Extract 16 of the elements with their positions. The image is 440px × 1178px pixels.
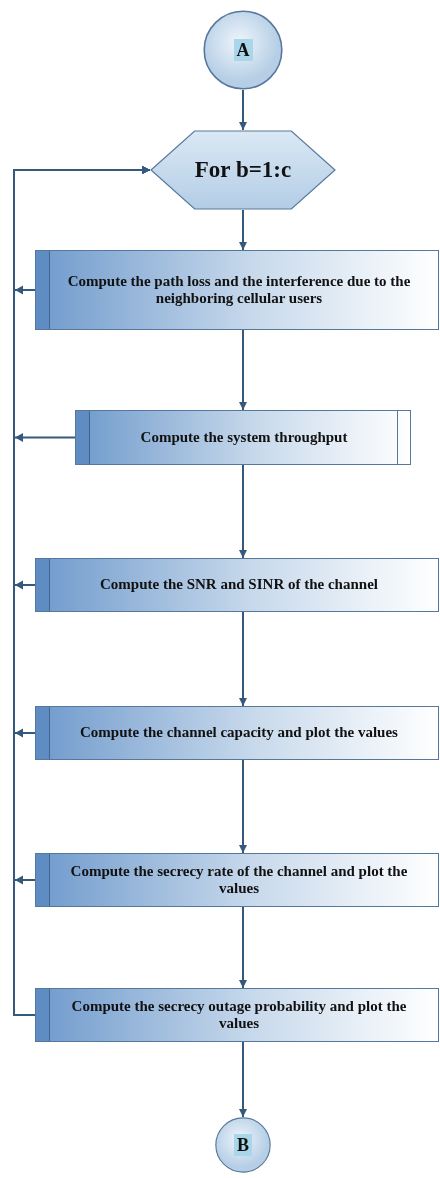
process-label: Compute the channel capacity and plot the values xyxy=(80,724,398,742)
process-box xyxy=(35,706,439,760)
process-label: Compute the path loss and the interference due to the neighboring cellular users xyxy=(66,272,412,308)
process-box xyxy=(35,853,439,907)
process-label: Compute the SNR and SINR of the channel xyxy=(100,576,378,594)
process-label: Compute the secrecy outage probability and plot the values xyxy=(70,997,408,1033)
process-box xyxy=(75,410,411,465)
connector-circle xyxy=(215,1117,271,1173)
process-label: Compute the secrecy rate of the channel and plot the values xyxy=(69,862,409,898)
loop-hexagon xyxy=(150,130,336,210)
loop-label: For b=1:c xyxy=(194,156,292,184)
process-label: Compute the system throughput xyxy=(140,428,348,447)
process-box xyxy=(35,988,439,1042)
process-box xyxy=(35,250,439,330)
process-box xyxy=(35,558,439,612)
connector-circle xyxy=(203,10,283,90)
